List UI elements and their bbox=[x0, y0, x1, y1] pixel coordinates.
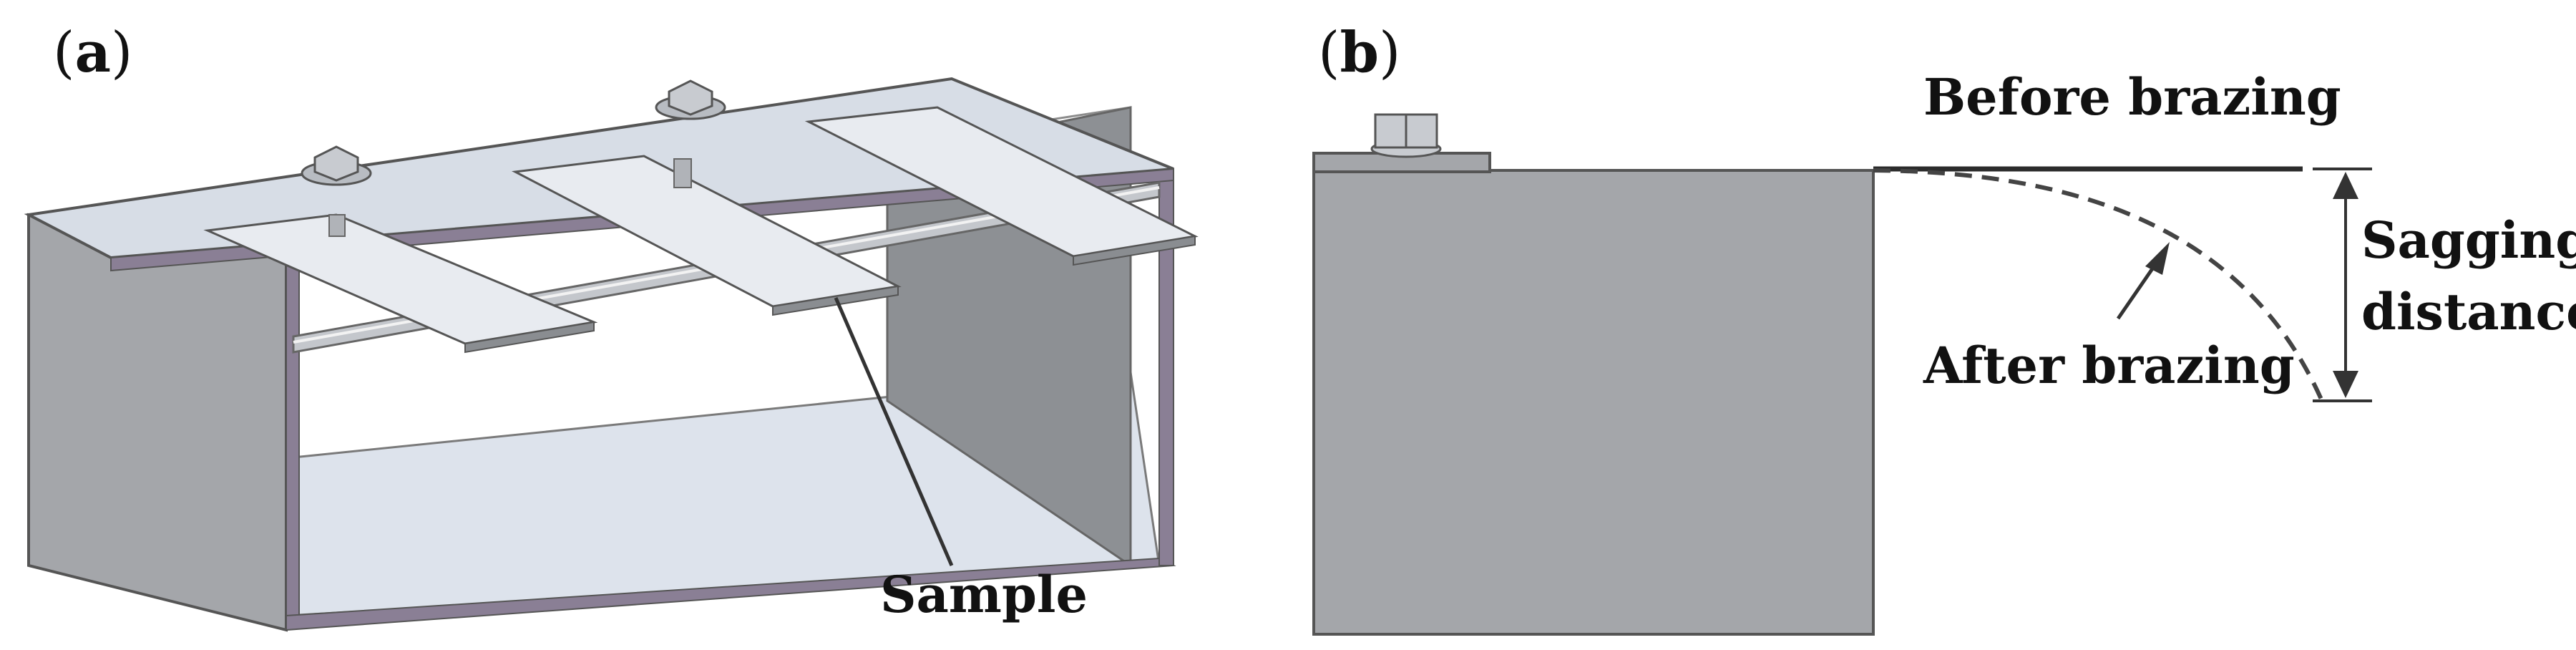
sagging-arrow-down bbox=[2333, 371, 2358, 398]
fixture-left-face bbox=[27, 213, 288, 632]
bolt-2 bbox=[655, 79, 726, 188]
sample-label: Sample bbox=[880, 565, 1088, 624]
bolt-side-view bbox=[1370, 113, 1442, 158]
bolt-1-shank bbox=[328, 214, 346, 237]
sample-strips bbox=[203, 106, 1199, 354]
panel-a: (a) bbox=[24, 20, 1199, 632]
bolt-1 bbox=[301, 145, 372, 237]
bolt-2-head bbox=[668, 79, 713, 116]
sample-leader-line bbox=[834, 297, 954, 566]
sample-strip-3-edge bbox=[1073, 235, 1196, 266]
panel-b: (b) Before brazing After brazing Sagging… bbox=[1312, 20, 2576, 636]
sagging-arrow-up bbox=[2333, 172, 2358, 199]
fixture-left-face-edge bbox=[286, 248, 300, 632]
fixture-side-view bbox=[1312, 169, 1875, 636]
sample-strip-1-edge bbox=[464, 321, 595, 354]
after-brazing-label: After brazing bbox=[1923, 336, 2295, 395]
fixture-3d bbox=[24, 77, 1199, 632]
bolt-1-head bbox=[313, 145, 359, 182]
bolt-2-shank bbox=[673, 158, 692, 188]
sagging-label-line1: Sagging bbox=[2361, 210, 2576, 270]
panel-b-label: (b) bbox=[1318, 20, 1400, 85]
after-brazing-pointer-head bbox=[2145, 242, 2170, 275]
before-brazing-label: Before brazing bbox=[1923, 67, 2341, 127]
sagging-label-line2: distance bbox=[2361, 282, 2576, 341]
panel-a-label: (a) bbox=[53, 20, 132, 85]
